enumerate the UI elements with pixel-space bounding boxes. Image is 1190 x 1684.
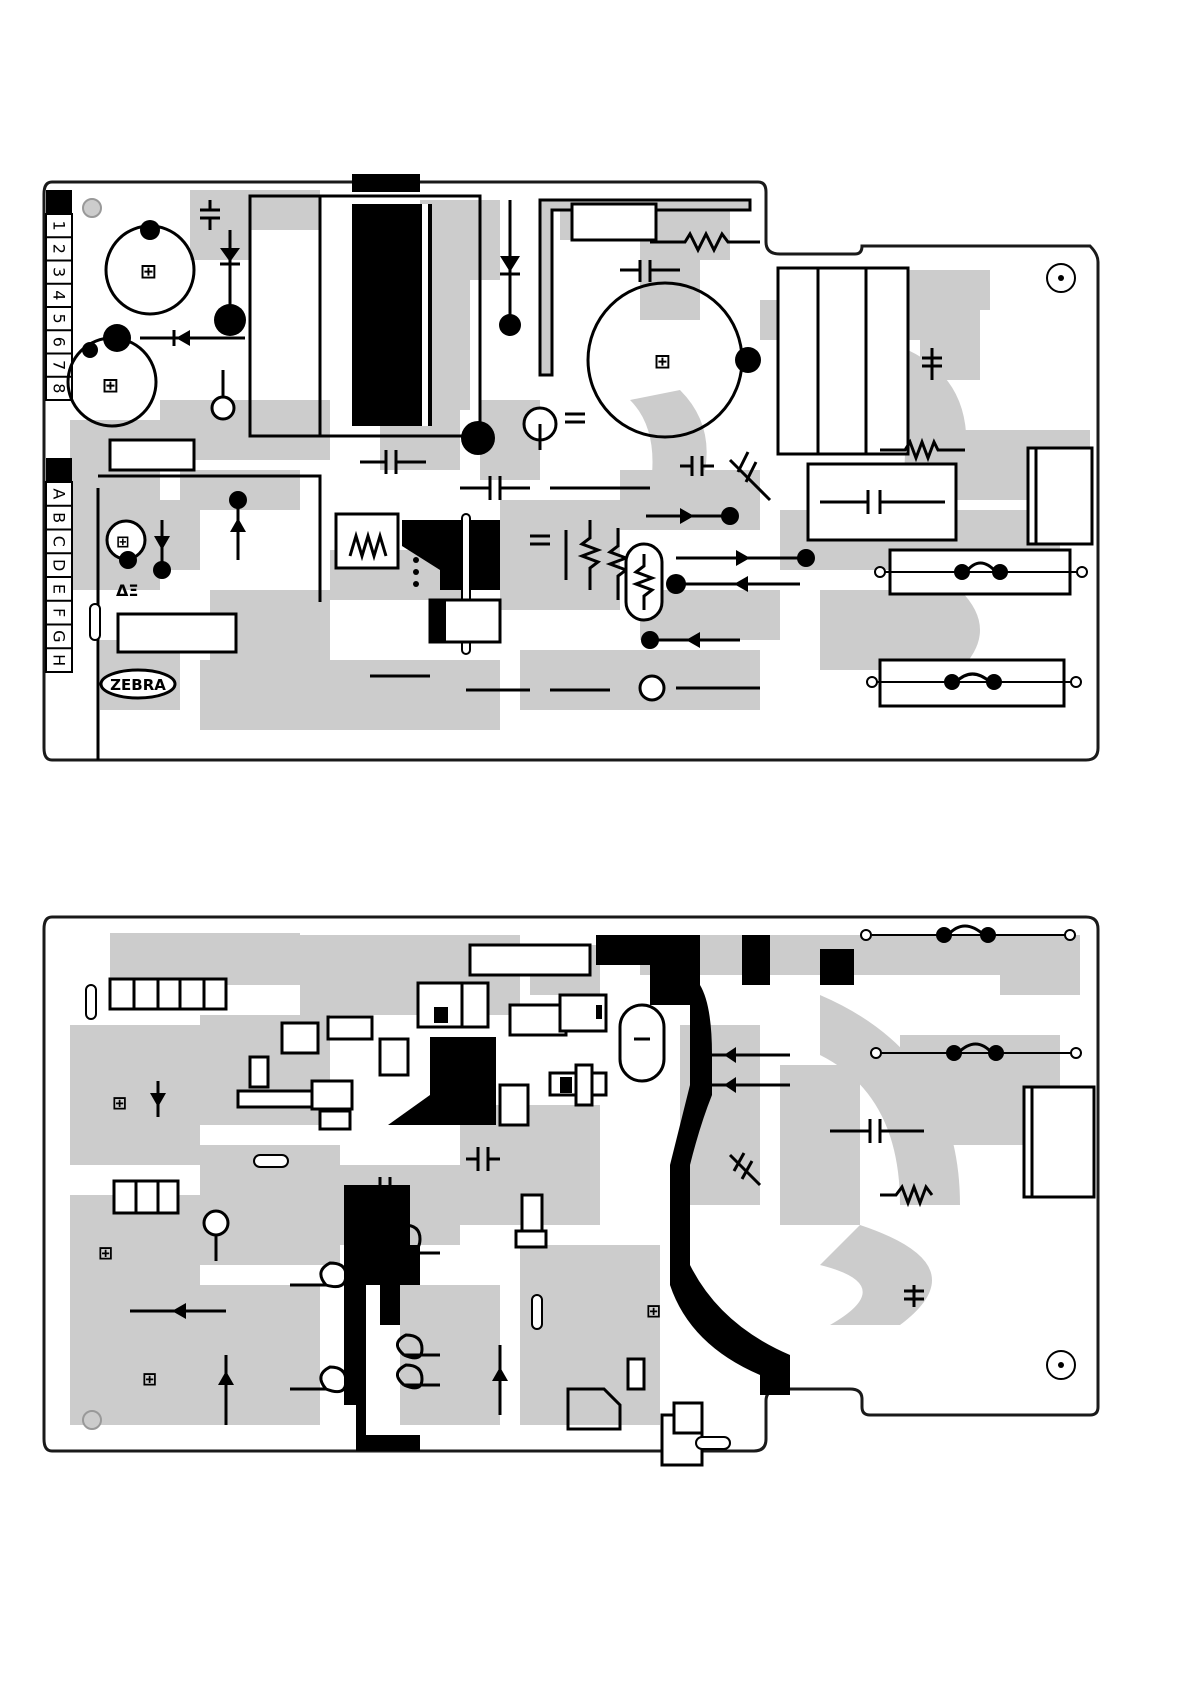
strip-label-6: 6 [50, 337, 69, 347]
strip-label-5: 5 [50, 314, 69, 324]
connector-bottom-left [118, 614, 236, 652]
bottom-pcb-layout: ⊞ ⊞ ⊞ [0, 905, 1110, 1505]
test-point [640, 676, 664, 700]
strip-label-H: H [50, 654, 69, 666]
connector-right [1028, 448, 1092, 544]
common-mode-choke [778, 268, 908, 454]
x-capacitor-box [808, 464, 956, 540]
fuse-f2 [867, 660, 1081, 706]
smd-pad-group [114, 1181, 178, 1213]
resistor-box [336, 514, 398, 568]
strip-label-B: B [50, 512, 69, 523]
svg-text:⊞: ⊞ [654, 349, 671, 373]
mounting-hole [83, 1411, 101, 1429]
connector-pin [90, 604, 100, 640]
brand-logo-text: ZEBRA [110, 676, 166, 694]
row-labels: 1 2 3 4 5 6 7 8 [46, 221, 72, 394]
col-labels: A B C D E F GH [46, 488, 72, 666]
thermistor [626, 544, 662, 620]
row-label-strip-header [46, 190, 72, 214]
component-rect [572, 204, 656, 240]
mounting-hole [1058, 275, 1064, 281]
thermistor-solder [620, 1005, 664, 1081]
svg-text:⊞: ⊞ [140, 259, 157, 283]
col-label-strip-header [46, 458, 72, 482]
strip-label-8: 8 [50, 383, 69, 393]
strip-label-A: A [50, 488, 69, 499]
oval-pad [254, 1155, 288, 1167]
strip-label-E: E [50, 584, 69, 594]
marker-symbol: ⊞ [646, 1301, 661, 1322]
brand-logo: ZEBRA [101, 670, 175, 698]
svg-text:⊞: ⊞ [112, 1093, 127, 1114]
svg-text:⊞: ⊞ [142, 1369, 157, 1390]
strip-label-7: 7 [50, 360, 69, 370]
via-dots [413, 557, 419, 587]
strip-label-C: C [50, 536, 69, 547]
certification-mark: ΔΞ [116, 581, 139, 600]
strip-label-1: 1 [50, 221, 69, 231]
mounting-hole [1058, 1362, 1064, 1368]
svg-text:⊞: ⊞ [98, 1243, 113, 1264]
strip-label-4: 4 [50, 290, 69, 300]
oval-pad [532, 1295, 542, 1329]
fuse-f1 [875, 550, 1087, 594]
mounting-hole [83, 199, 101, 217]
oval-pad [696, 1437, 730, 1449]
strip-label-D: D [50, 559, 69, 571]
strip-label-G: G [50, 630, 69, 642]
strip-label-2: 2 [50, 244, 69, 254]
svg-text:⊞: ⊞ [116, 532, 129, 551]
strip-label-3: 3 [50, 267, 69, 277]
svg-text:⊞: ⊞ [102, 373, 119, 397]
connector-right-solder [1024, 1087, 1094, 1197]
top-pcb-layout: 1 2 3 4 5 6 7 8 A B C D E F GH ⊞ ⊞ [0, 170, 1110, 770]
strip-label-F: F [50, 608, 69, 617]
